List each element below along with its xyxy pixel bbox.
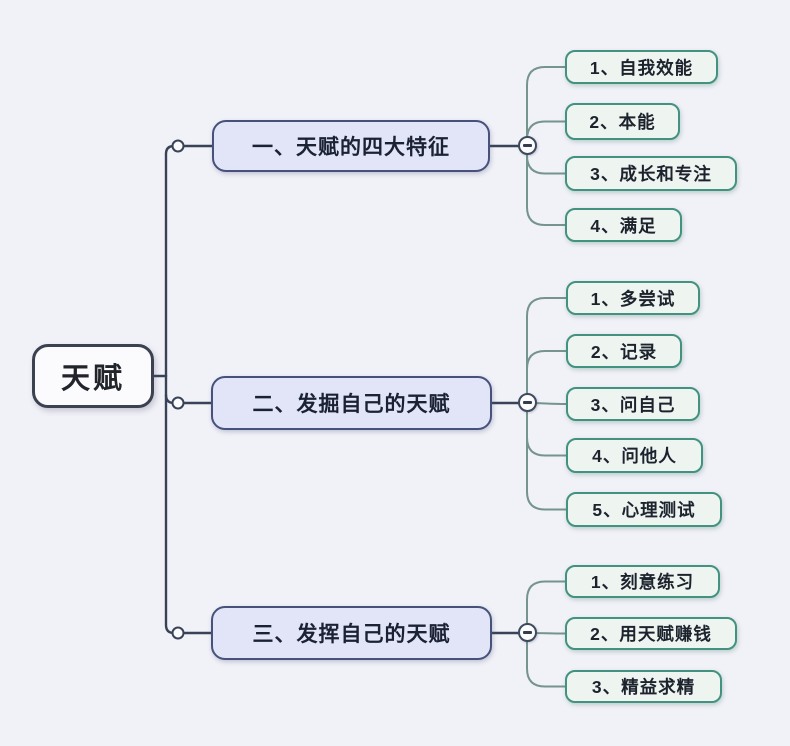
edge-trunk-to-branch-1 <box>164 144 214 378</box>
edge-b1-leaf-4 <box>526 145 566 226</box>
edge-trunk-to-branch-3 <box>164 374 213 635</box>
leaf-node-b3-2[interactable]: 2、用天赋赚钱 <box>565 617 737 650</box>
collapse-minus-icon-branch-1[interactable] <box>518 136 537 155</box>
leaf-node-b2-5[interactable]: 5、心理测试 <box>566 492 722 527</box>
minus-glyph <box>523 144 532 147</box>
edge-b2-leaf-5 <box>526 402 567 511</box>
leaf-edges <box>526 66 567 688</box>
leaf-node-b2-2[interactable]: 2、记录 <box>566 334 682 368</box>
leaf-node-b3-1[interactable]: 1、刻意练习 <box>565 565 720 598</box>
junction-dot-branch-1 <box>171 139 185 153</box>
minus-glyph <box>523 631 532 634</box>
leaf-node-b2-1[interactable]: 1、多尝试 <box>566 281 700 315</box>
collapse-minus-icon-branch-3[interactable] <box>518 623 537 642</box>
leaf-node-b2-3[interactable]: 3、问自己 <box>566 387 700 421</box>
leaf-node-b2-4[interactable]: 4、问他人 <box>566 438 703 473</box>
junction-dot-branch-2 <box>171 396 185 410</box>
leaf-node-b1-4[interactable]: 4、满足 <box>565 208 682 242</box>
minus-glyph <box>523 401 532 404</box>
leaf-node-b1-2[interactable]: 2、本能 <box>565 103 680 140</box>
edge-b1-leaf-1 <box>526 66 566 147</box>
junction-dots <box>171 139 185 640</box>
edge-b3-leaf-1 <box>526 580 566 634</box>
branch-node-1[interactable]: 一、天赋的四大特征 <box>212 120 490 172</box>
collapse-minus-icon-branch-2[interactable] <box>518 393 537 412</box>
branch-node-2[interactable]: 二、发掘自己的天赋 <box>211 376 492 430</box>
edge-b3-leaf-3 <box>526 632 566 688</box>
leaf-node-b1-3[interactable]: 3、成长和专注 <box>565 156 737 191</box>
edge-b2-leaf-1 <box>526 297 567 404</box>
branch-node-3[interactable]: 三、发挥自己的天赋 <box>211 606 492 660</box>
edge-b2-leaf-2 <box>526 350 567 404</box>
leaf-node-b3-3[interactable]: 3、精益求精 <box>565 670 722 703</box>
leaf-node-b1-1[interactable]: 1、自我效能 <box>565 50 718 84</box>
edge-b2-leaf-4 <box>526 402 567 457</box>
root-node[interactable]: 天赋 <box>32 344 154 408</box>
junction-dot-branch-3 <box>171 626 185 640</box>
